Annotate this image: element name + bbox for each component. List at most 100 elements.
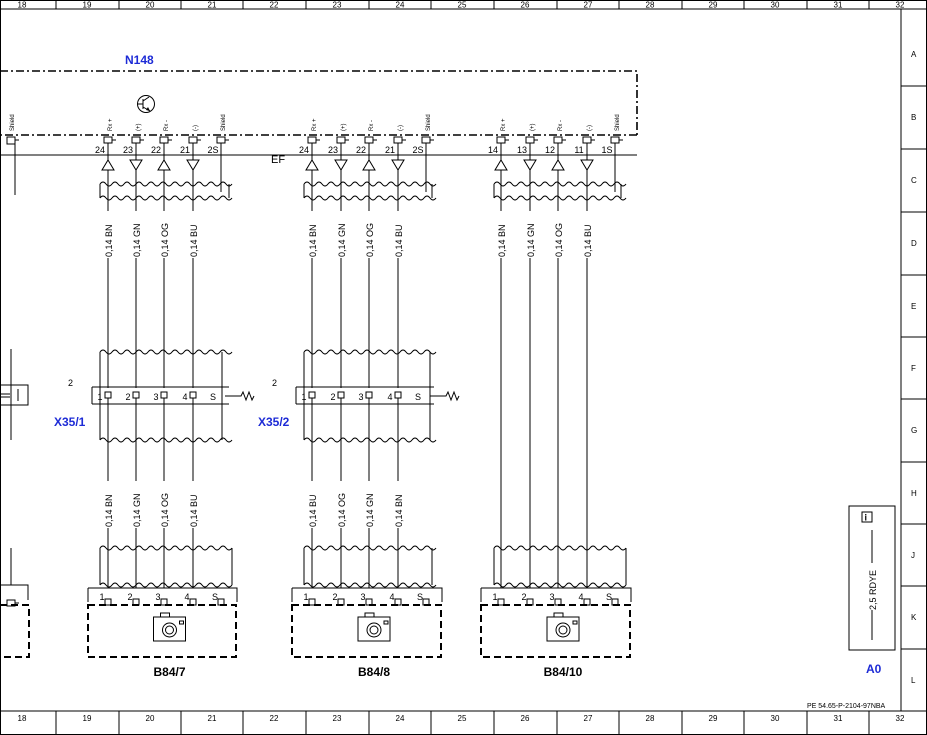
wire-label: 0,14 BU: [308, 494, 318, 527]
ruler-col-label: 30: [771, 714, 780, 723]
signal-in-arrow-icon: [551, 159, 565, 171]
signal-out-arrow-icon: [186, 159, 200, 171]
wire-label: 0,14 OG: [554, 223, 564, 257]
wire-label: 0,14 BU: [583, 224, 593, 257]
wire-label: 0,14 BN: [497, 224, 507, 257]
shield-wave: [303, 349, 437, 355]
shield-wave: [493, 582, 627, 588]
ruler-col-label: 20: [146, 714, 155, 723]
module-pin-number: 23: [328, 145, 338, 155]
ruler-col-label: 27: [584, 1, 593, 10]
module-pin-signal: Rx +: [312, 118, 318, 131]
ruler-col-label: 22: [270, 1, 279, 10]
signal-in-arrow-icon: [157, 159, 171, 171]
camera-top: [160, 612, 170, 618]
sensor-pin-number: 1: [303, 592, 308, 602]
signal-out-arrow-icon: [523, 159, 537, 171]
ruler-row-label: G: [911, 426, 917, 435]
shield-wave: [99, 349, 233, 355]
module-pin-number: 12: [545, 145, 555, 155]
module-pin-number: 14: [488, 145, 498, 155]
camera-lens-inner: [558, 625, 568, 635]
wire-label: 0,14 GN: [132, 223, 142, 257]
left-partial-connector: [0, 349, 29, 440]
ruler-col-label: 24: [396, 714, 405, 723]
module-pin-signal: Rx -: [164, 120, 170, 131]
module-pin-box: [393, 136, 403, 144]
sensor-pin-number: 1: [99, 592, 104, 602]
sensor-body: [87, 604, 237, 658]
sensor-header: [292, 587, 443, 602]
wire-label: 0,14 OG: [365, 223, 375, 257]
module-pin-number: 21: [385, 145, 395, 155]
upper-wires: 0,14 BN 0,14 GN 0,14 OG 0,14 BU 0,14 BN 0,14 …: [104, 170, 593, 588]
module-pin-signal: (+): [341, 123, 347, 131]
signal-out-arrow-icon: [129, 159, 143, 171]
camera-flash: [383, 620, 389, 625]
signal-out-arrow-icon: [391, 159, 405, 171]
ruler-col-label: 23: [333, 1, 342, 10]
signal-in-arrow-icon: [494, 159, 508, 171]
transistor-icon: [137, 95, 155, 113]
connector-pin-box: [337, 391, 345, 399]
camera-lens-inner: [165, 625, 174, 635]
shield-wave: [99, 582, 233, 588]
shield-wave: [303, 181, 437, 187]
ruler-row-label: H: [911, 489, 917, 498]
module-pin-number: 24: [299, 145, 309, 155]
ruler-col-label: 19: [83, 1, 92, 10]
camera-flash: [179, 620, 184, 625]
shield-loop: [99, 181, 233, 201]
module-connector-label: EF: [271, 154, 285, 166]
shield-termination-icon: [225, 390, 255, 402]
sensor-header: [481, 587, 632, 602]
svg-text:Shield: Shield: [10, 114, 16, 131]
wire-label: 0,14 BU: [394, 224, 404, 257]
wire-label: 0,14 BU: [189, 224, 199, 257]
shield-loops: [99, 181, 627, 588]
connector-pin-box: [160, 391, 168, 399]
sensor-pin-box: [497, 598, 505, 606]
ruler-col-label: 31: [834, 1, 843, 10]
ruler-col-label: 28: [646, 714, 655, 723]
ruler-col-label: 19: [83, 714, 92, 723]
shield-loop: [303, 181, 437, 201]
signal-out-arrow-icon: [334, 159, 348, 171]
module-pin-number: 2S: [207, 145, 218, 155]
module-pin-box: [159, 136, 169, 144]
ruler-col-label: 30: [771, 1, 780, 10]
module-pin-number: 1S: [601, 145, 612, 155]
shield-wave: [303, 582, 437, 588]
wire-label: 0,14 BN: [394, 494, 404, 527]
ruler-col-label: 32: [896, 714, 905, 723]
wire-label: 0,14 GN: [132, 493, 142, 527]
module-pin-number: 22: [151, 145, 161, 155]
connector-pin-number: 4: [182, 392, 187, 402]
module-pin-signal: Shield: [221, 114, 227, 131]
module-pin-number: 22: [356, 145, 366, 155]
ruler-col-label: 23: [333, 714, 342, 723]
sensor-pin-number: 3: [549, 592, 554, 602]
module-pin-box: [421, 136, 431, 144]
ruler-row-label: C: [911, 176, 917, 185]
module-pin-signal: Shield: [426, 114, 432, 131]
ground-point-label: A0: [866, 662, 882, 676]
ruler-row-label: B: [911, 113, 916, 122]
ruler-row-label: A: [911, 50, 917, 59]
camera-icon: [546, 612, 580, 642]
module-pin-number: 11: [574, 145, 583, 155]
connector-pin-number: 3: [358, 392, 363, 402]
module-pin-box: [307, 136, 317, 144]
shield-wave: [99, 195, 233, 201]
sensor-pin-box: [104, 598, 112, 606]
sensor-name: B84/8: [358, 665, 390, 679]
module-outline: [0, 70, 638, 136]
